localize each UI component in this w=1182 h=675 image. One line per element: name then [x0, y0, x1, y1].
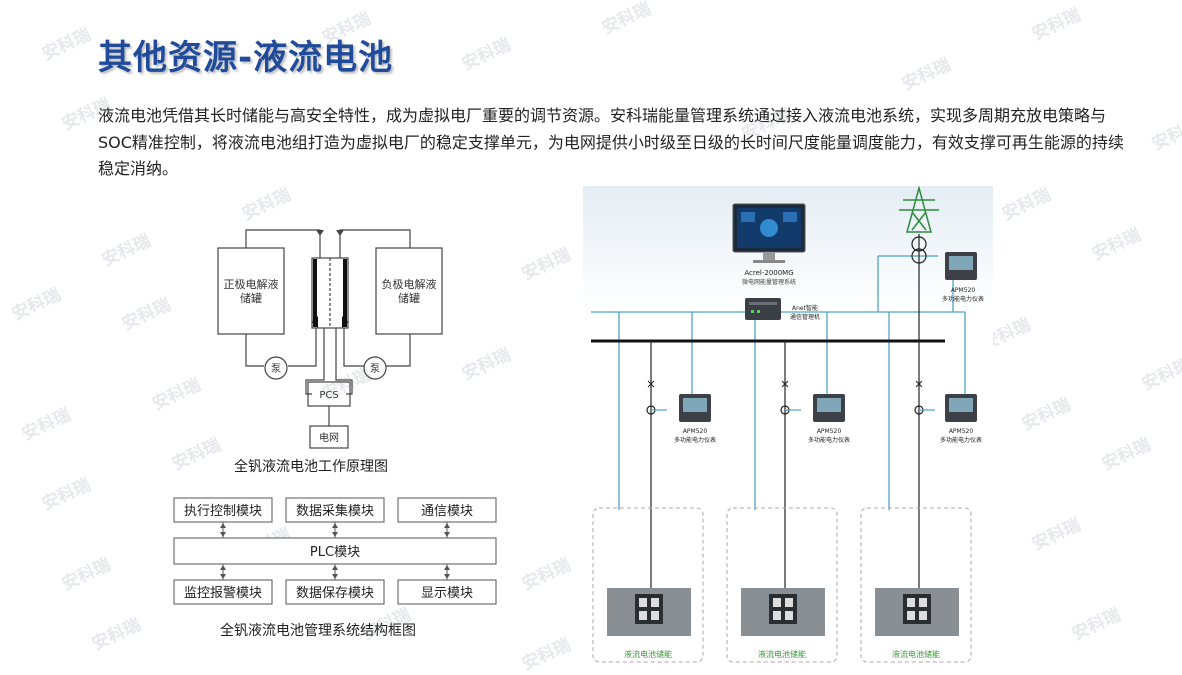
watermark-text: 安科瑞: [519, 554, 574, 595]
platform-desc: 微电网能量管理系统: [742, 278, 796, 286]
watermark-text: 安科瑞: [99, 230, 154, 271]
meter-desc-2: 多功能电力仪表: [808, 436, 850, 444]
negative-tank-label-1: 负极电解液: [382, 277, 437, 291]
positive-tank-label-2: 储罐: [240, 291, 262, 305]
watermark-text: 安科瑞: [39, 24, 94, 65]
watermark-text: 安科瑞: [459, 34, 514, 75]
module-plc: PLC模块: [310, 545, 360, 560]
meter-desc-3: 多功能电力仪表: [940, 436, 982, 444]
system-diagram: Acrel-2000MG 微电网能量管理系统 Anet智能 通信管理机 APM5…: [583, 186, 993, 670]
watermark-text: 安科瑞: [1139, 354, 1182, 395]
watermark-text: 安科瑞: [459, 344, 514, 385]
watermark-text: 安科瑞: [89, 614, 144, 655]
transmission-tower-icon: [899, 186, 939, 233]
storage-label-2: 液流电池储能: [758, 649, 806, 659]
structure-diagram: 执行控制模块 数据采集模块 通信模块 PLC模块 监控报警模块 数据保存模块 显…: [173, 497, 497, 605]
meter-model-top: APM520: [951, 287, 976, 294]
meter-desc-top: 多功能电力仪表: [942, 295, 984, 303]
watermark-text: 安科瑞: [239, 184, 294, 225]
principle-caption: 全钒液流电池工作原理图: [234, 459, 388, 475]
page-title: 其他资源-液流电池: [98, 38, 394, 78]
module-communication: 通信模块: [421, 504, 473, 519]
module-monitor-alarm: 监控报警模块: [184, 585, 262, 601]
positive-tank: [217, 247, 285, 335]
module-display: 显示模块: [421, 586, 473, 601]
gateway-desc: 通信管理机: [790, 313, 820, 321]
negative-tank: [375, 247, 443, 335]
watermark-text: 安科瑞: [999, 184, 1054, 225]
monitor-icon: [732, 203, 806, 263]
watermark-text: 安科瑞: [899, 54, 954, 95]
storage-unit-1: [592, 507, 704, 663]
watermark-text: 安科瑞: [1089, 224, 1144, 265]
pump-left-label: 泵: [271, 363, 281, 375]
gateway-icon: [745, 298, 781, 320]
meter-model-3: APM520: [949, 428, 974, 435]
module-data-acquisition: 数据采集模块: [296, 503, 374, 519]
module-data-storage: 数据保存模块: [296, 586, 374, 601]
watermark-text: 安科瑞: [1029, 514, 1084, 555]
watermark-text: 安科瑞: [1099, 434, 1154, 475]
storage-label-1: 液流电池储能: [624, 649, 672, 659]
module-exec-control: 执行控制模块: [184, 504, 262, 519]
pump-right: [363, 356, 387, 380]
watermark-text: 安科瑞: [1149, 114, 1182, 155]
principle-diagram: 正极电解液 储罐 负极电解液 储罐 泵 泵 PCS 电网: [217, 229, 443, 449]
pcs-label: PCS: [319, 390, 338, 401]
watermark-text: 安科瑞: [519, 244, 574, 285]
watermark-text: 安科瑞: [19, 404, 74, 445]
pump-left: [264, 356, 288, 380]
meter-icon: [945, 252, 977, 280]
meter-desc-1: 多功能电力仪表: [674, 436, 716, 444]
watermark-text: 安科瑞: [599, 0, 654, 39]
negative-tank-label-2: 储罐: [398, 291, 420, 305]
grid-label: 电网: [319, 431, 339, 444]
watermark-text: 安科瑞: [1019, 394, 1074, 435]
positive-tank-label-1: 正极电解液: [224, 277, 279, 291]
structure-caption: 全钒液流电池管理系统结构框图: [220, 623, 416, 639]
pump-right-label: 泵: [370, 363, 380, 375]
watermark-text: 安科瑞: [1069, 604, 1124, 645]
meter-model-1: APM520: [683, 428, 708, 435]
meter-icon: [813, 394, 845, 422]
watermark-text: 安科瑞: [1029, 4, 1084, 45]
watermark-text: 安科瑞: [59, 554, 114, 595]
watermark-text: 安科瑞: [39, 474, 94, 515]
watermark-text: 安科瑞: [119, 294, 174, 335]
watermark-text: 安科瑞: [519, 634, 574, 675]
watermark-text: 安科瑞: [149, 374, 204, 415]
intro-paragraph: 液流电池凭借其长时储能与高安全特性，成为虚拟电厂重要的调节资源。安科瑞能量管理系…: [98, 106, 1124, 178]
meter-icon: [679, 394, 711, 422]
gateway-name: Anet智能: [792, 304, 818, 312]
storage-unit-3: [860, 507, 972, 663]
storage-unit-2: [726, 507, 838, 663]
storage-label-3: 液流电池储能: [892, 649, 940, 659]
watermark-text: 安科瑞: [9, 284, 64, 325]
meter-model-2: APM520: [817, 428, 842, 435]
meter-icon: [945, 394, 977, 422]
platform-name: Acrel-2000MG: [744, 269, 793, 277]
